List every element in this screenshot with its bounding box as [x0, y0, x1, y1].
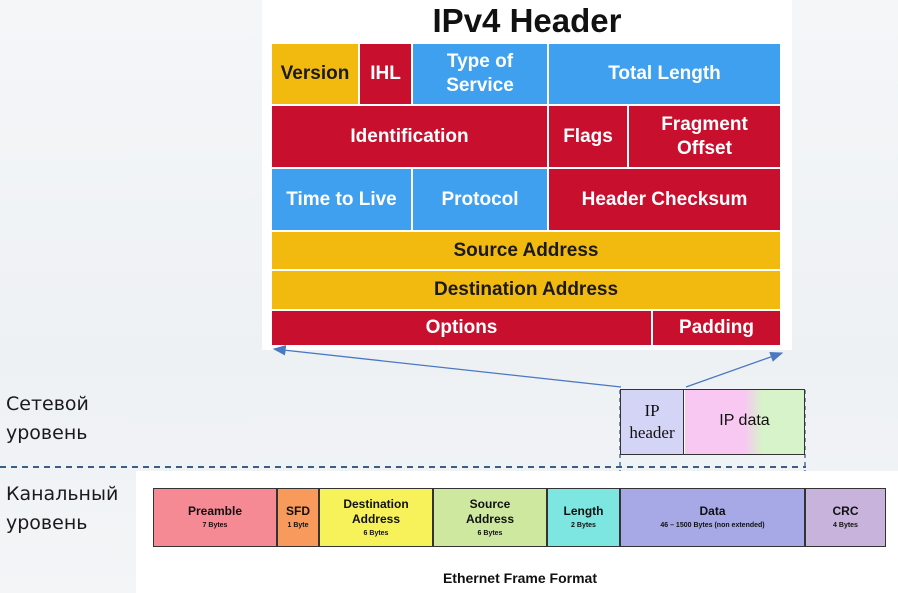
eth-field-size: 2 Bytes	[571, 522, 596, 529]
field-protocol: Protocol	[411, 167, 549, 232]
field-fragment-offset: Fragment Offset	[627, 104, 782, 169]
arrow-left	[272, 345, 622, 388]
eth-field-size: 1 Byte	[287, 522, 309, 529]
eth-field-size: 4 Bytes	[833, 522, 858, 529]
eth-field-preamble: Preamble 7 Bytes	[153, 488, 277, 547]
ethernet-frame-caption: Ethernet Frame Format	[442, 570, 598, 586]
ip-header-box: IP header	[621, 390, 684, 454]
field-time-to-live: Time to Live	[270, 167, 413, 232]
field-identification: Identification	[270, 104, 549, 169]
ipv4-header-title: IPv4 Header	[432, 2, 622, 39]
eth-field-source-address: Source Address 6 Bytes	[433, 488, 547, 547]
field-destination-address: Destination Address	[270, 269, 782, 311]
eth-field-name: Source Address	[465, 496, 515, 526]
field-flags: Flags	[547, 104, 629, 169]
eth-field-destination-address: Destination Address 6 Bytes	[319, 488, 433, 547]
arrow-right	[685, 352, 784, 388]
field-padding: Padding	[651, 309, 782, 347]
eth-field-name: Preamble	[187, 504, 243, 518]
eth-field-name: CRC	[832, 504, 859, 518]
eth-field-size: 46 – 1500 Bytes (non extended)	[660, 522, 765, 529]
field-source-address: Source Address	[270, 230, 782, 271]
ip-data-label: IP data	[719, 412, 770, 429]
eth-field-size: 6 Bytes	[363, 529, 389, 537]
eth-field-name: SFD	[286, 504, 310, 518]
label-network-layer: Сетевой уровень	[6, 393, 89, 444]
eth-field-crc: CRC 4 Bytes	[805, 488, 886, 547]
ip-data-box	[685, 390, 804, 454]
eth-field-name: Data	[699, 504, 726, 518]
field-total-length: Total Length	[547, 42, 782, 106]
eth-field-size: 7 Bytes	[202, 522, 228, 529]
eth-field-data: Data 46 – 1500 Bytes (non extended)	[620, 488, 805, 547]
eth-field-name: Destination Address	[343, 496, 409, 526]
eth-field-sfd: SFD 1 Byte	[277, 488, 319, 547]
eth-field-size: 6 Bytes	[477, 529, 503, 537]
eth-field-length: Length 2 Bytes	[547, 488, 620, 547]
eth-field-name: Length	[563, 504, 604, 518]
label-link-layer: Канальный уровень	[6, 483, 119, 534]
field-ihl: IHL	[358, 42, 413, 106]
field-options: Options	[270, 309, 653, 347]
